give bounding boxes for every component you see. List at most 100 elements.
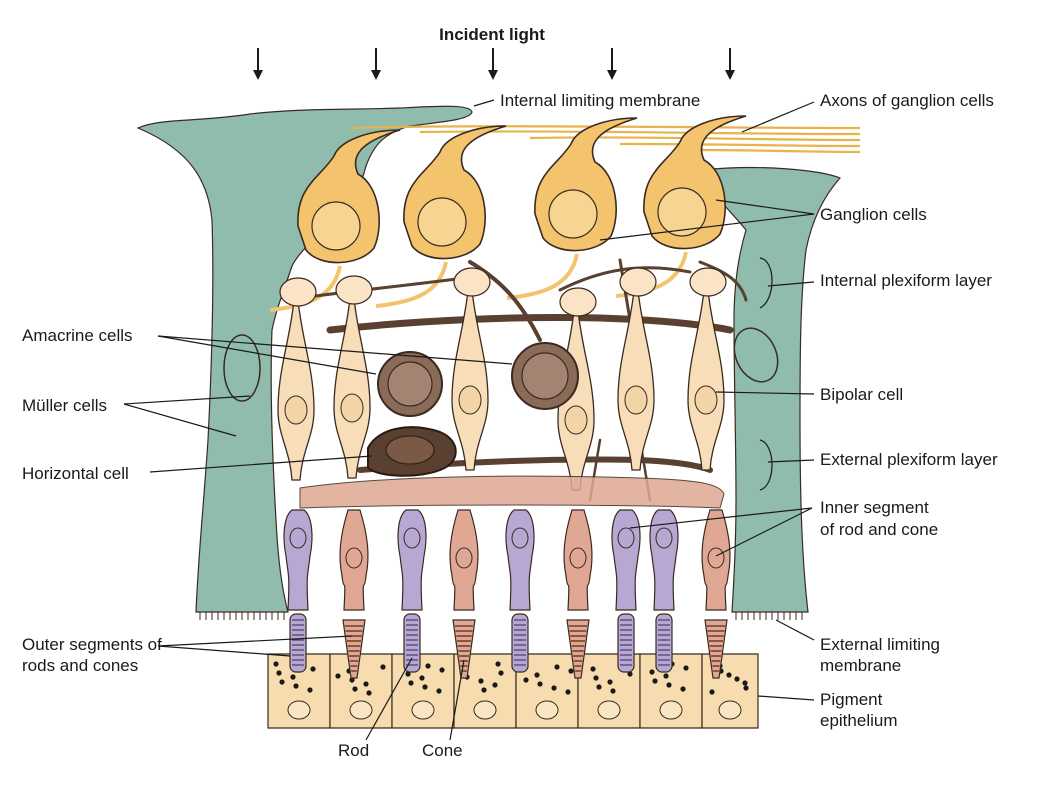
melanin-granule: [683, 665, 689, 671]
arrow-head-5: [725, 70, 735, 80]
pigment-nucleus-4: [473, 700, 497, 720]
label-muller-cells: Müller cells: [22, 396, 107, 415]
bipolar-cell-1: [277, 299, 315, 481]
rod-nucleus-1: [289, 527, 307, 549]
ganglion-nucleus-3: [548, 189, 598, 239]
cone-outer-segment-6: [566, 619, 590, 679]
incident-light-title: Incident light: [439, 25, 545, 44]
rod-outer-segment-1: [289, 613, 307, 673]
bipolar-terminal-2: [335, 275, 373, 305]
melanin-granule: [590, 666, 596, 672]
photoreceptor-terminals: [299, 475, 725, 509]
ganglion-nucleus-2: [417, 197, 467, 247]
label-external-limiting-1: External limiting: [820, 635, 940, 654]
label-cone: Cone: [422, 741, 463, 760]
bipolar-terminal-6: [689, 267, 727, 297]
bipolar-cells: [277, 267, 727, 491]
melanin-granule: [743, 685, 749, 691]
melanin-granule: [290, 674, 296, 680]
pigment-nucleus-6: [597, 700, 621, 720]
ganglion-dendrite-3: [506, 253, 579, 300]
ganglion-nucleus-1: [311, 201, 361, 251]
bipolar-terminal-4: [559, 287, 597, 317]
rod-nucleus-3: [403, 527, 421, 549]
label-pigment-2: epithelium: [820, 711, 898, 730]
label-inner-segment-1: Inner segment: [820, 498, 929, 517]
melanin-granule: [293, 683, 299, 689]
cone-nucleus-6: [569, 547, 587, 569]
bipolar-nucleus-1: [284, 395, 308, 425]
muller-cell-left: [136, 105, 473, 613]
label-external-plexiform-layer: External plexiform layer: [820, 450, 998, 469]
pigment-nucleus-2: [349, 700, 373, 720]
label-internal-plexiform-layer: Internal plexiform layer: [820, 271, 992, 290]
pigment-epithelium: [267, 653, 759, 729]
melanin-granule: [610, 688, 616, 694]
label-rod: Rod: [338, 741, 369, 760]
melanin-granule: [422, 684, 428, 690]
label-internal-limiting-membrane: Internal limiting membrane: [500, 91, 700, 110]
melanin-granule: [607, 679, 613, 685]
rod-cell-5: [505, 509, 535, 611]
cone-outer-segment-4: [452, 619, 476, 679]
melanin-granule: [366, 690, 372, 696]
pigment-nucleus-7: [659, 700, 683, 720]
melanin-granule: [534, 672, 540, 678]
melanin-granule: [492, 682, 498, 688]
bipolar-terminal-5: [619, 267, 657, 297]
ganglion-dendrite-1: [269, 265, 342, 312]
melanin-granule: [307, 687, 313, 693]
melanin-granule: [408, 680, 414, 686]
bipolar-nucleus-2: [340, 393, 364, 423]
melanin-granule: [363, 681, 369, 687]
label-outer-segments-2: rods and cones: [22, 656, 138, 675]
rod-nucleus-7: [617, 527, 635, 549]
ganglion-nucleus-4: [657, 187, 707, 237]
bipolar-cell-3: [451, 289, 489, 471]
melanin-granule: [596, 684, 602, 690]
rod-outer-segment-5: [511, 613, 529, 673]
bipolar-terminal-3: [453, 267, 491, 297]
melanin-granule: [663, 673, 669, 679]
leader-lines: [123, 99, 815, 741]
melanin-granule: [551, 685, 557, 691]
muller-nucleus-left: [223, 334, 261, 402]
label-ganglion-cells: Ganglion cells: [820, 205, 927, 224]
melanin-granule: [726, 672, 732, 678]
melanin-granule: [425, 663, 431, 669]
arrow-head-1: [253, 70, 263, 80]
melanin-granule: [279, 679, 285, 685]
label-inner-segment-2: of rod and cone: [820, 520, 938, 539]
photoreceptors: [283, 475, 731, 679]
melanin-granule: [649, 669, 655, 675]
melanin-granule: [352, 686, 358, 692]
ganglion-dendrite-4: [615, 251, 688, 298]
incident-light-arrows: [253, 48, 735, 80]
amacrine-cells: [377, 342, 579, 417]
rod-nucleus-8: [655, 527, 673, 549]
melanin-granule: [498, 670, 504, 676]
melanin-granule: [565, 689, 571, 695]
melanin-granule: [537, 681, 543, 687]
bipolar-cell-6: [687, 289, 725, 471]
bipolar-cell-2: [333, 297, 371, 479]
melanin-granule: [481, 687, 487, 693]
label-external-limiting-2: membrane: [820, 656, 901, 675]
melanin-granule: [523, 677, 529, 683]
pigment-nucleus-5: [535, 700, 559, 720]
bipolar-nucleus-4: [564, 405, 588, 435]
melanin-granule: [627, 671, 633, 677]
bipolar-terminal-1: [279, 277, 317, 307]
horizontal-cell: [367, 426, 457, 477]
arrow-head-3: [488, 70, 498, 80]
label-axons-of-ganglion-cells: Axons of ganglion cells: [820, 91, 994, 110]
arrow-head-2: [371, 70, 381, 80]
cone-nucleus-4: [455, 547, 473, 569]
microvilli: [199, 612, 803, 620]
melanin-granule: [666, 682, 672, 688]
melanin-granule: [554, 664, 560, 670]
melanin-granule: [349, 677, 355, 683]
melanin-granule: [734, 676, 740, 682]
label-pigment-1: Pigment: [820, 690, 883, 709]
